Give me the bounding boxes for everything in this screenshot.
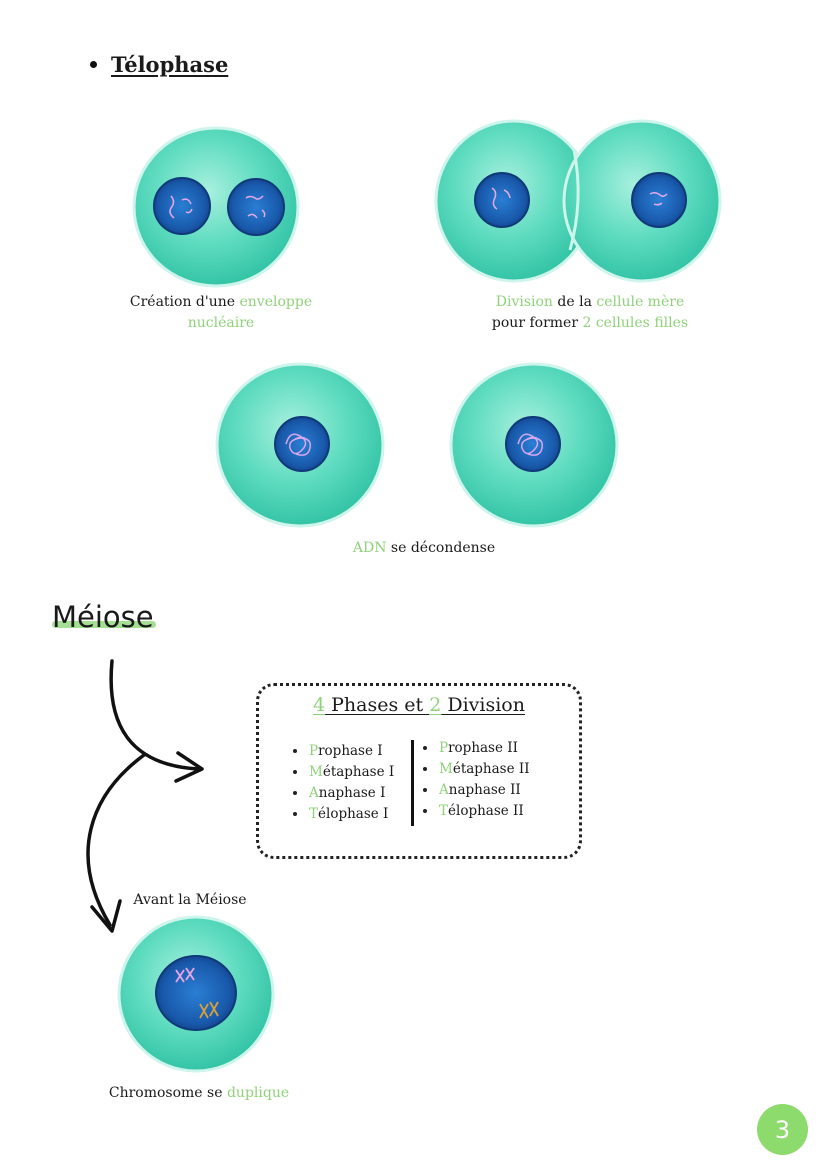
caption-adn: ADN se décondense (352, 540, 496, 556)
bullet-icon (90, 61, 97, 68)
caption-envelope: Création d'une enveloppe nucléaire (129, 294, 313, 331)
caption-duplique: Chromosome se duplique (108, 1085, 290, 1101)
nucleus-left (153, 177, 211, 235)
list-divider (411, 740, 414, 826)
phases-box-title: 4 Phases et 2 Division (313, 694, 525, 716)
cell-division-illustration (434, 119, 722, 283)
nucleus-right (227, 178, 285, 236)
meiose-heading: Méiose (52, 600, 156, 634)
arrow-down-icon (86, 753, 146, 933)
cell-duplicate-illustration (117, 915, 275, 1073)
caption-division: Division de la cellule mère pour former … (491, 294, 689, 331)
chromosome-orange (199, 1001, 219, 1019)
flow-arrows (86, 659, 204, 933)
arrow-right-icon (109, 659, 204, 783)
cell-decondense-left (215, 362, 385, 528)
chromosome-pink (175, 967, 195, 983)
before-meiose-label: Avant la Méiose (133, 892, 247, 908)
cell-decondense-right (449, 362, 619, 528)
telophase-heading: Télophase (90, 52, 228, 77)
page-number-badge: 3 (757, 1104, 808, 1155)
section-title: Télophase (111, 52, 229, 77)
cell-envelope-illustration (132, 126, 300, 288)
